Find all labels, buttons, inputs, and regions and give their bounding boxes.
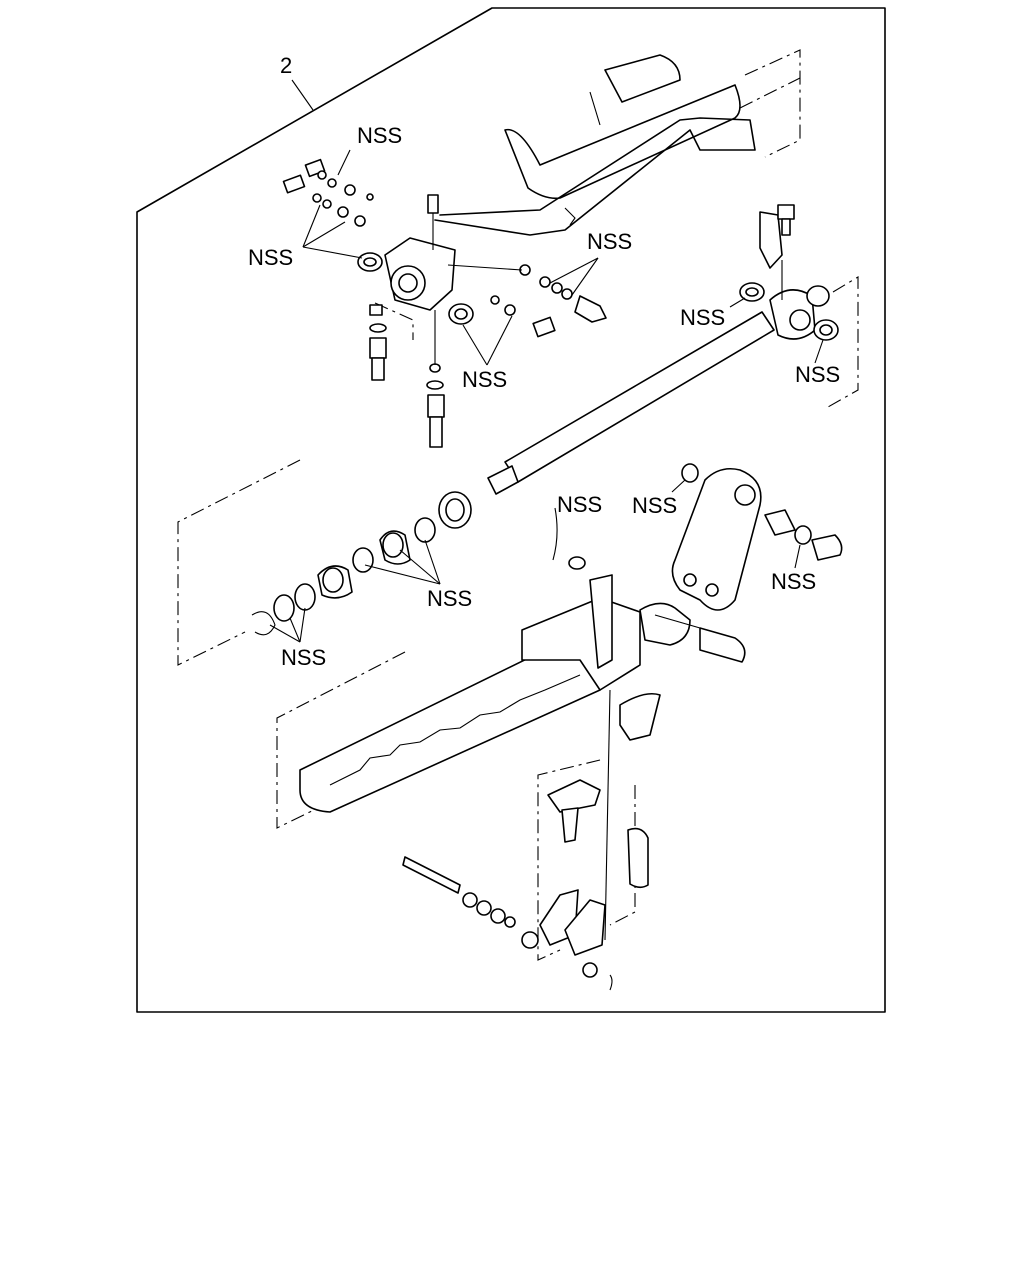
lower-column-channel	[299, 574, 641, 813]
tilt-mechanism	[402, 507, 661, 991]
nss-label-1: NSS	[357, 123, 402, 148]
nss-label-6: NSS	[795, 362, 840, 387]
upper-bracket-housing	[384, 194, 456, 311]
nss-label-10: NSS	[427, 586, 472, 611]
bearing-ring-stack	[251, 491, 472, 636]
upper-bracket-fasteners	[282, 158, 607, 338]
nss-label-4: NSS	[462, 367, 507, 392]
nss-label-9: NSS	[771, 569, 816, 594]
lever-plate	[639, 463, 843, 663]
assembly-number-callout: 2	[280, 53, 314, 111]
group-brackets	[177, 49, 859, 961]
nss-label-5: NSS	[680, 305, 725, 330]
nss-label-2: NSS	[248, 245, 293, 270]
intermediate-shaft	[487, 204, 839, 495]
nss-callouts: NSS NSS NSS NSS NSS NSS NSS NSS NSS NSS …	[248, 123, 840, 670]
column-tube	[434, 54, 801, 236]
nss-label-3: NSS	[587, 229, 632, 254]
assembly-frame	[136, 7, 886, 1013]
nss-label-8: NSS	[632, 493, 677, 518]
nss-label-7: NSS	[557, 492, 602, 517]
assembly-number-label: 2	[280, 53, 292, 78]
switch-bolts	[369, 304, 445, 448]
nss-label-11: NSS	[281, 645, 326, 670]
